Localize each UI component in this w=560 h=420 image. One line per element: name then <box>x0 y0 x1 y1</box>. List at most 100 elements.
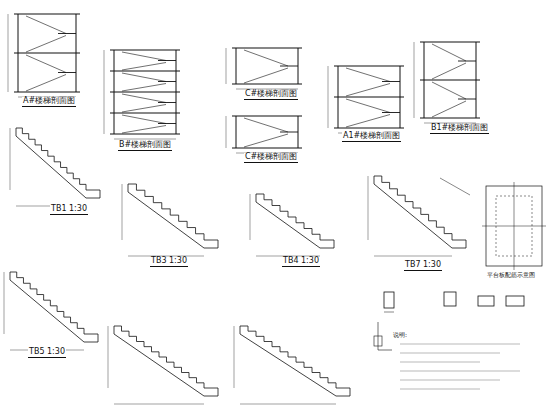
drawing-stroke <box>374 176 375 184</box>
section-title: C#楼梯剖面图 <box>244 90 298 100</box>
drawing-stroke <box>232 115 302 116</box>
drawing-stroke <box>346 84 390 97</box>
drawing-stroke <box>10 280 84 342</box>
drawing-stroke <box>232 147 302 148</box>
drawing-stroke <box>108 326 109 388</box>
drawing-stroke <box>240 326 336 388</box>
section-title: A1#楼梯剖面图 <box>342 132 401 142</box>
drawing-stroke <box>280 66 298 67</box>
drawing-stroke <box>400 380 500 381</box>
drawing-stroke <box>244 50 288 66</box>
drawing-stroke <box>122 52 166 61</box>
drawing-stroke <box>432 82 466 99</box>
drawing-stroke <box>128 184 204 240</box>
section-title: C#楼梯剖面图 <box>244 153 298 163</box>
drawing-stroke <box>10 272 84 334</box>
drawing-stroke <box>122 184 123 240</box>
drawing-stroke <box>104 50 105 134</box>
drawing-stroke <box>432 101 466 117</box>
drawing-stroke <box>114 139 176 140</box>
drawing-stroke <box>452 240 466 241</box>
drawing-stroke <box>240 404 336 405</box>
drawing-stroke <box>128 184 129 192</box>
drawing-stroke <box>218 388 219 396</box>
drawing-stroke <box>122 115 166 124</box>
drawing-stroke <box>420 117 480 118</box>
drawing-stroke <box>26 55 66 73</box>
drawing-stroke <box>452 248 466 249</box>
drawing-stroke <box>400 371 520 372</box>
drawing-stroke <box>226 48 227 84</box>
drawing-stroke <box>400 389 480 390</box>
drawing-stroke <box>204 396 218 397</box>
drawing-stroke <box>16 128 86 190</box>
drawing-stroke <box>58 72 76 73</box>
drawing-stroke <box>10 128 11 190</box>
drawing-stroke <box>122 94 166 103</box>
drawing-stroke <box>86 198 100 199</box>
drawing-stroke <box>204 240 218 241</box>
drawing-stroke <box>100 190 101 198</box>
drawing-stroke <box>400 353 500 354</box>
drawing-stroke <box>204 248 218 249</box>
drawing-stroke <box>14 52 80 53</box>
drawing-stroke <box>114 404 204 405</box>
drawing-stroke <box>244 134 288 147</box>
drawing-stroke <box>334 96 404 97</box>
drawing-stroke <box>346 68 390 82</box>
drawing-stroke <box>114 326 204 388</box>
drawing-stroke <box>336 396 350 397</box>
drawing-stroke <box>334 240 335 248</box>
drawing-stroke <box>350 388 351 396</box>
drawing-stroke <box>122 73 166 82</box>
drawing-stroke <box>368 176 369 240</box>
drawing-stroke <box>16 136 86 198</box>
note-title: 说明: <box>392 332 408 339</box>
drawing-stroke <box>328 66 329 128</box>
drawing-stroke <box>110 70 180 71</box>
drawing-stroke <box>4 272 5 334</box>
drawing-stroke <box>110 133 180 134</box>
drawing-stroke <box>84 334 98 335</box>
drawing-stroke <box>14 13 80 14</box>
drawing-stroke <box>256 202 320 248</box>
drawing-stroke <box>10 272 11 280</box>
drawing-stroke <box>466 240 467 248</box>
drawing-stroke <box>420 41 480 42</box>
drawing-stroke <box>256 194 257 202</box>
drawing-stroke <box>26 75 66 92</box>
drawing-stroke <box>374 176 452 240</box>
drawing-stroke <box>122 63 166 71</box>
drawing-stroke <box>240 326 241 334</box>
drawing-stroke <box>458 61 476 62</box>
drawing-stroke <box>204 388 218 389</box>
drawing-stroke <box>400 362 480 363</box>
drawing-stroke <box>250 194 251 240</box>
drawing-stroke <box>158 102 176 103</box>
drawing-stroke <box>236 48 237 84</box>
note-title: 平台板配筋示意图 <box>486 272 536 279</box>
stair-title: TB1 1:30 <box>50 205 88 215</box>
drawing-stroke <box>458 99 476 100</box>
drawing-stroke <box>122 105 166 113</box>
drawing-stroke <box>420 79 480 80</box>
drawing-stroke <box>26 16 66 34</box>
drawing-stroke <box>414 42 415 118</box>
drawing-stroke <box>158 123 176 124</box>
drawing-stroke <box>98 334 99 342</box>
drawing-stroke <box>122 84 166 92</box>
drawing-stroke <box>226 116 227 148</box>
drawing-stroke <box>334 65 404 66</box>
drawing-stroke <box>432 63 466 79</box>
drawing-stroke <box>234 326 235 388</box>
drawing-stroke <box>110 112 180 113</box>
drawing-stroke <box>244 118 288 132</box>
drawing-stroke <box>280 132 298 133</box>
stair-title: TB5 1:30 <box>28 348 66 358</box>
drawing-stroke <box>346 99 390 113</box>
drawing-stroke <box>374 256 452 257</box>
drawing-stroke <box>128 192 204 248</box>
drawing-stroke <box>336 388 350 389</box>
drawing-stroke <box>240 334 336 396</box>
drawing-stroke <box>26 36 66 53</box>
